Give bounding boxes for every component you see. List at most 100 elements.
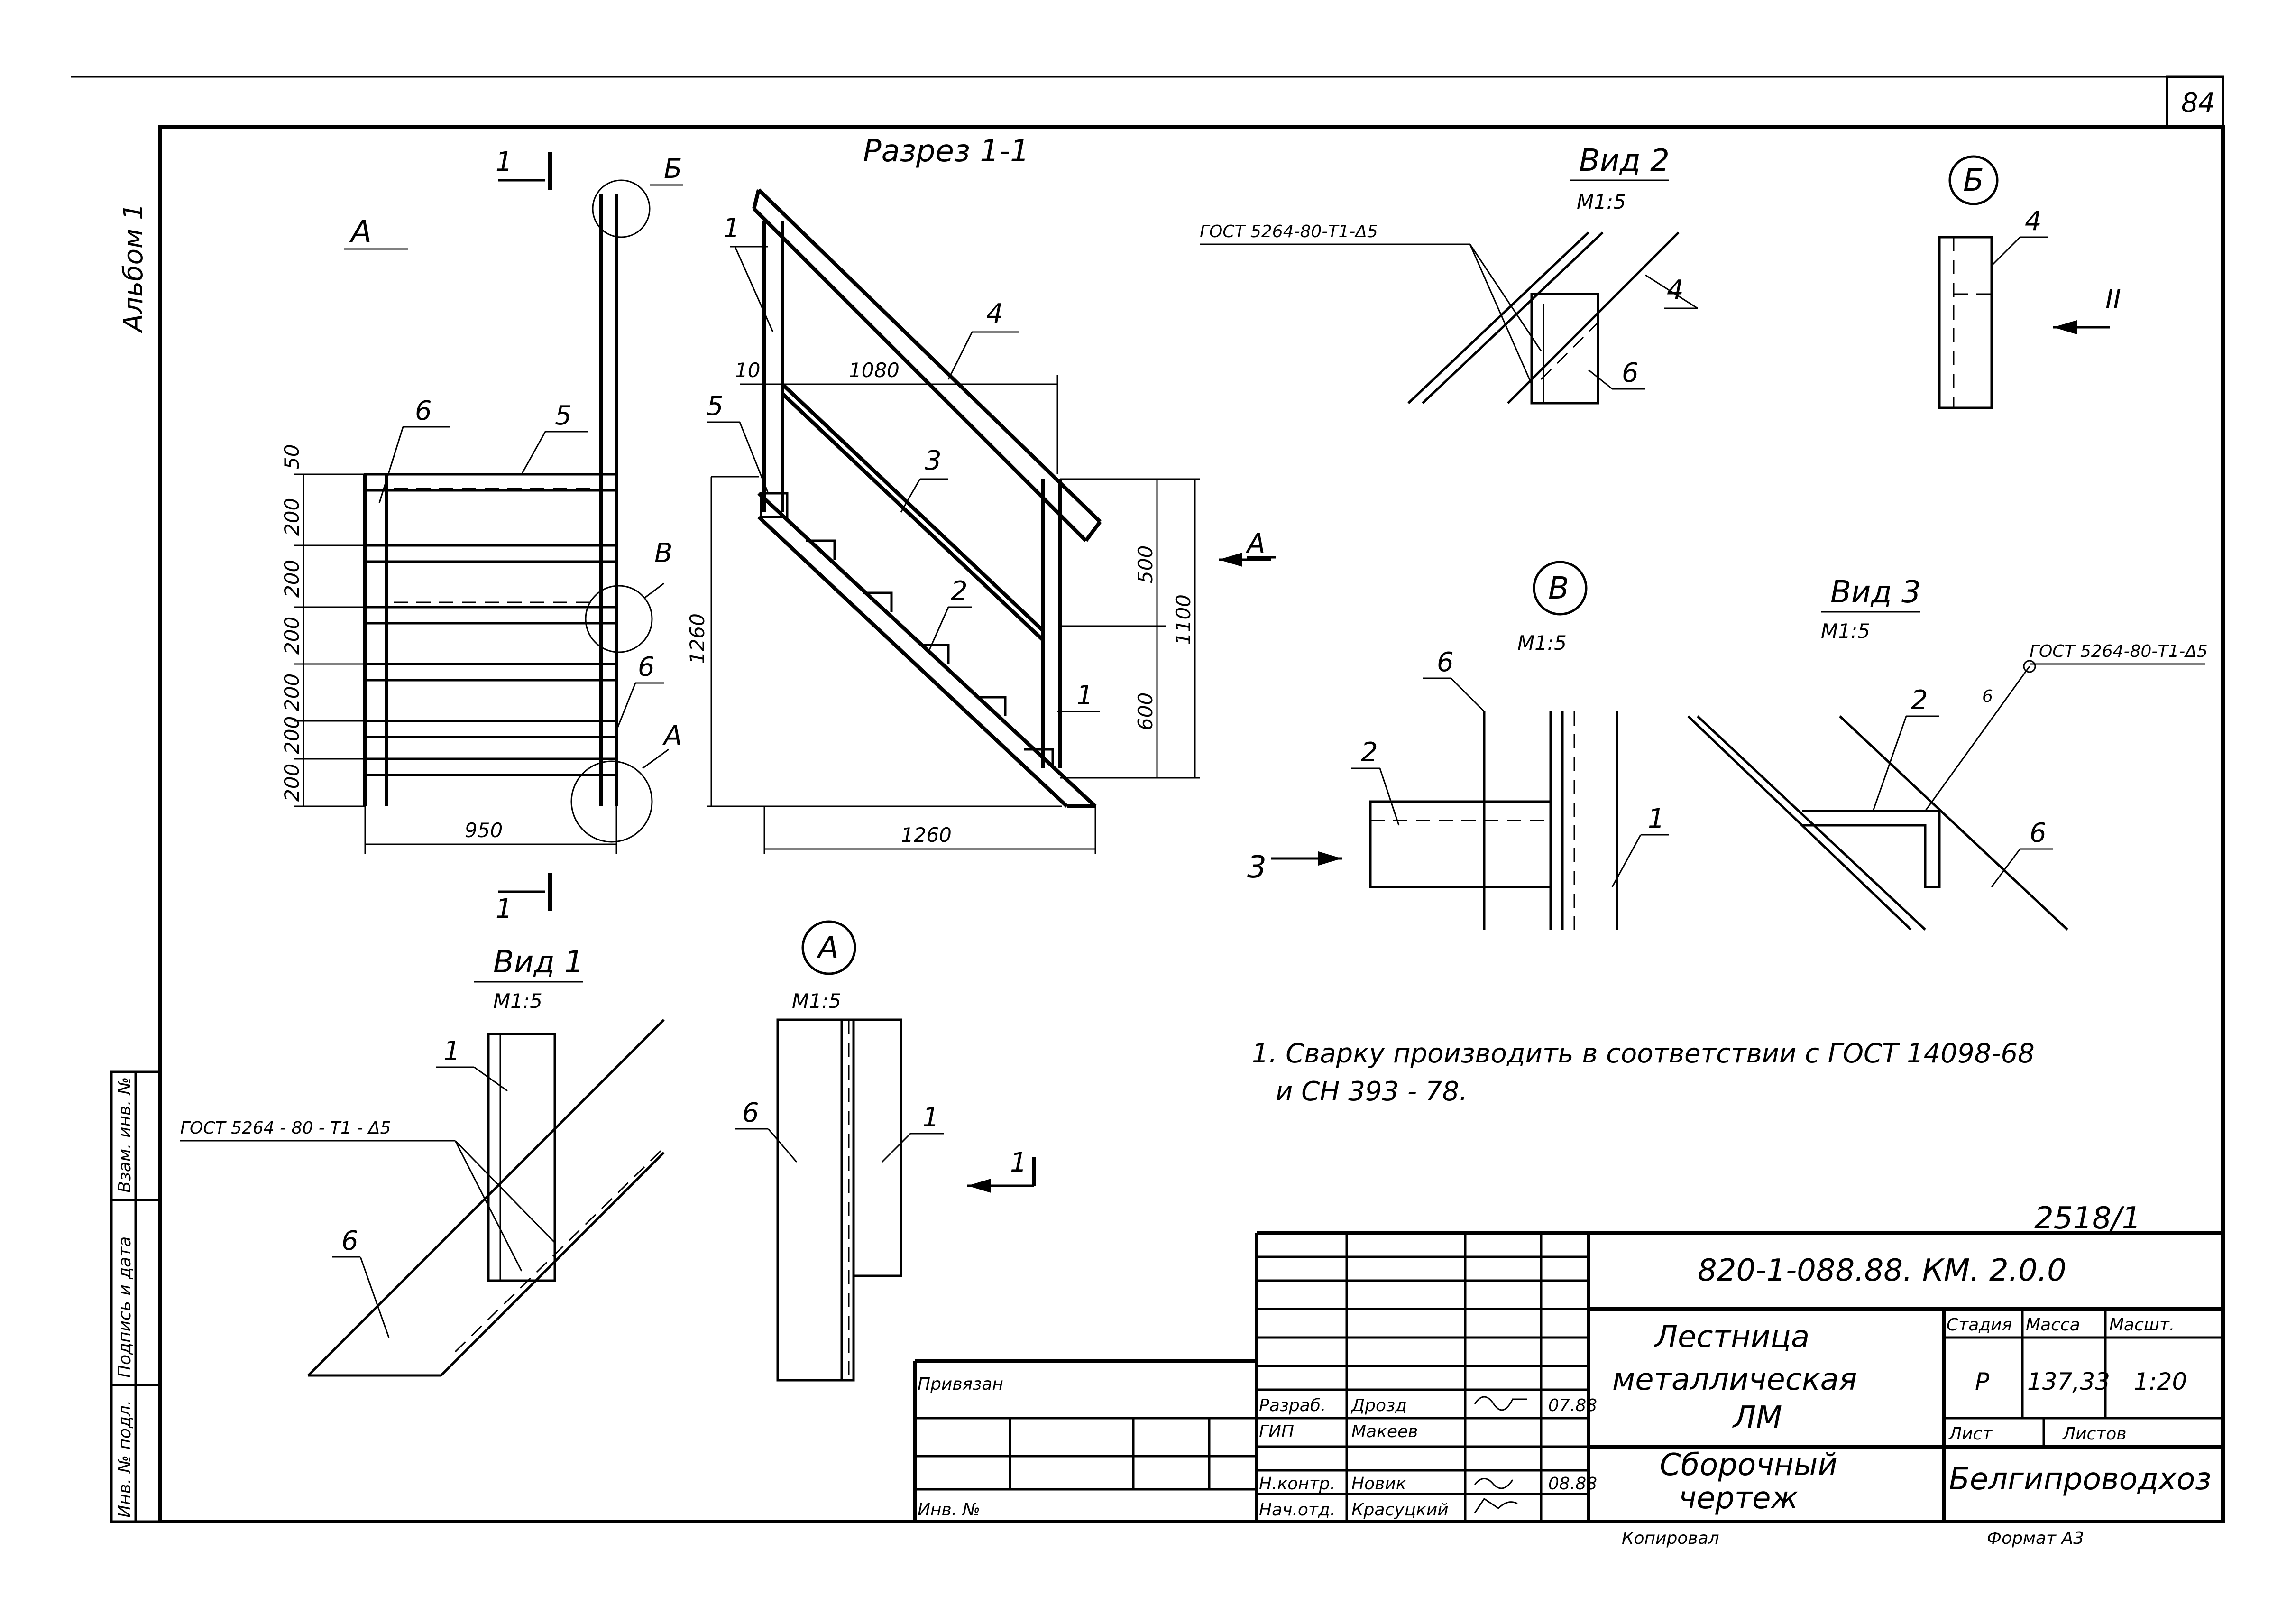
product-line-2: металлическая [1612,1362,1857,1397]
designation: 820-1-088.88. КМ. 2.0.0 [1698,1253,2066,1288]
pos-1-vid1: 1 [443,1036,460,1067]
node-v: В М1:5 6 2 1 3 [1247,561,1669,930]
pos-6-vid3-weld: 6 [1982,687,1993,706]
view-2: Вид 2 М1:5 ГОСТ 5264-80-Т1-Δ5 4 6 [1200,143,1698,405]
node-a: А М1:5 6 1 1 [735,920,1036,1382]
name-3: Новик [1351,1474,1406,1494]
cut-mark-bottom: 1 [496,894,513,924]
pos-4-vid2: 4 [1667,275,1684,305]
inv-no-label: Инв. № [918,1500,980,1520]
node-a-scale: М1:5 [792,989,841,1013]
pos-3-section: 3 [925,445,942,476]
drawing-type-line-1: Сборочный [1660,1448,1837,1483]
dim-600: 600 [1134,692,1157,730]
dim-200-2: 200 [280,560,303,598]
dim-200-4: 200 [280,674,303,711]
pos-2-vid3: 2 [1911,685,1928,716]
view-a-label: А [349,214,372,249]
pos-6-view-a-2: 6 [638,652,655,683]
side-stamp-podpis: Подпись и дата [115,1236,135,1378]
title-block: 2518/1 820-1-088.88. КМ. 2.0.0 Лестница … [913,1201,2223,1548]
pos-6-node-a: 6 [742,1098,759,1128]
callout-v: В [654,538,672,569]
vid3-scale: М1:5 [1821,619,1870,643]
organization: Белгипроводхоз [1949,1462,2211,1497]
dim-50: 50 [280,444,303,470]
name-2: Макеев [1351,1422,1418,1441]
pos-1-section-bottom: 1 [1076,680,1093,711]
name-1: Дрозд [1350,1396,1407,1415]
sheets-header: Листов [2062,1424,2126,1444]
node-b: Б 4 II [1938,155,2121,409]
sheet-number-box [2166,75,2224,129]
vid1-weld-spec: ГОСТ 5264 - 80 - Т1 - Δ5 [180,1118,391,1138]
node-v-label: В [1548,571,1569,606]
pos-4-section: 4 [986,298,1003,329]
dim-950: 950 [465,819,503,842]
node-v-circle [1533,561,1588,616]
mass-header: Масса [2026,1315,2080,1335]
dim-200-6: 200 [280,764,303,802]
vid1-title: Вид 1 [493,945,584,980]
node-v-scale: М1:5 [1517,631,1567,655]
date-1: 07.88 [1548,1396,1597,1415]
mass-value: 137,33 [2027,1368,2110,1395]
view-3: Вид 3 М1:5 ГОСТ 5264-80-Т1-Δ5 6 2 6 [1687,575,2208,931]
product-line-3: ЛМ [1732,1400,1782,1435]
pos-6-vid3: 6 [2030,818,2047,849]
drawing-frame [158,125,2225,1523]
pos-6-node-v: 6 [1437,647,1454,678]
view-1: Вид 1 М1:5 ГОСТ 5264 - 80 - Т1 - Δ5 1 6 [180,945,665,1377]
node-b-label: Б [1963,163,1984,198]
notes: 1. Сварку производить в соответствии с Г… [1252,1038,2035,1107]
album-label: Альбом 1 [118,203,149,333]
vid3-weld-spec: ГОСТ 5264-80-Т1-Δ5 [2030,642,2208,661]
role-1: Разраб. [1259,1396,1326,1415]
sheet-number: 84 [2181,88,2215,119]
pos-2-node-v: 2 [1361,737,1378,768]
vid2-weld-spec: ГОСТ 5264-80-Т1-Δ5 [1200,222,1378,241]
dim-1260-horizontal: 1260 [901,823,952,847]
scale-header: Масшт. [2109,1315,2175,1335]
stage-value: Р [1975,1368,1990,1395]
dim-1080: 1080 [849,359,900,382]
dim-500: 500 [1134,545,1157,583]
section-1-1: Разрез 1-1 1 4 5 3 [686,134,1276,854]
node-b-circle [1948,155,1999,205]
dim-1100: 1100 [1172,594,1195,645]
role-2: ГИП [1259,1422,1294,1441]
role-4: Нач.отд. [1259,1500,1335,1520]
pos-5-section: 5 [707,391,724,422]
doc-ref: 2518/1 [2034,1201,2141,1236]
view-a: А Б В А 6 5 6 [280,147,683,924]
side-stamp-vzam: Взам. инв. № [115,1077,135,1193]
privyazan-label: Привязан [918,1375,1003,1394]
cut-mark-right: 1 [1010,1147,1027,1178]
callout-a: А [662,720,682,751]
dim-1260-vertical: 1260 [686,613,709,664]
cut-mark-top: 1 [496,147,513,177]
pos-4-node-b: 4 [2025,206,2042,237]
pos-1-section-top: 1 [723,213,740,244]
signature-1 [1474,1396,1527,1411]
format-label: Формат А3 [1987,1529,2084,1548]
copied-label: Копировал [1622,1529,1719,1548]
arrow-3-label: 3 [1247,850,1267,885]
note-line-1: 1. Сварку производить в соответствии с Г… [1252,1038,2035,1069]
dim-200-1: 200 [280,498,303,536]
vid2-title: Вид 2 [1579,143,1670,178]
dim-10: 10 [735,359,760,382]
side-stamp: Инв. № подл. Подпись и дата Взам. инв. № [110,1070,162,1523]
dim-200-5: 200 [280,716,303,754]
node-a-circle [801,920,856,975]
scale-value: 1:20 [2134,1368,2187,1395]
dim-200-3: 200 [280,617,303,655]
date-3: 08.88 [1548,1474,1597,1494]
section-title: Разрез 1-1 [863,134,1029,169]
vid3-title: Вид 3 [1830,575,1921,610]
role-3: Н.контр. [1259,1474,1335,1494]
product-line-1: Лестница [1654,1320,1809,1355]
pos-5-view-a: 5 [555,400,572,431]
note-line-2: и СН 393 - 78. [1276,1076,1468,1107]
